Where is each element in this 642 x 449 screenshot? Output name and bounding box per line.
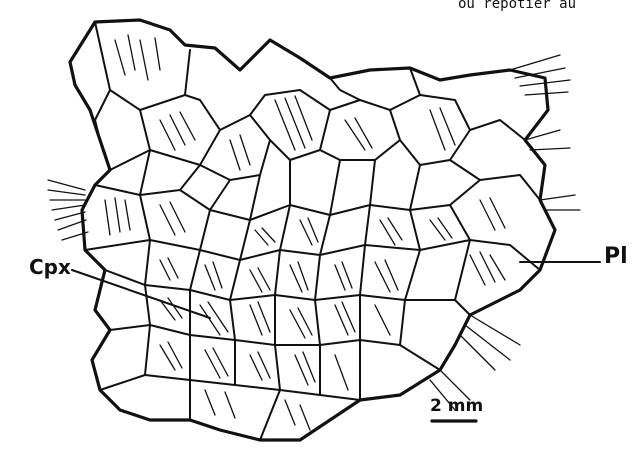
label-pl: Pl <box>604 244 628 269</box>
scale-bar-label: 2 mm <box>430 396 483 416</box>
label-cpx: Cpx <box>29 255 71 279</box>
top-caption-text: ou repotier au <box>458 0 576 12</box>
